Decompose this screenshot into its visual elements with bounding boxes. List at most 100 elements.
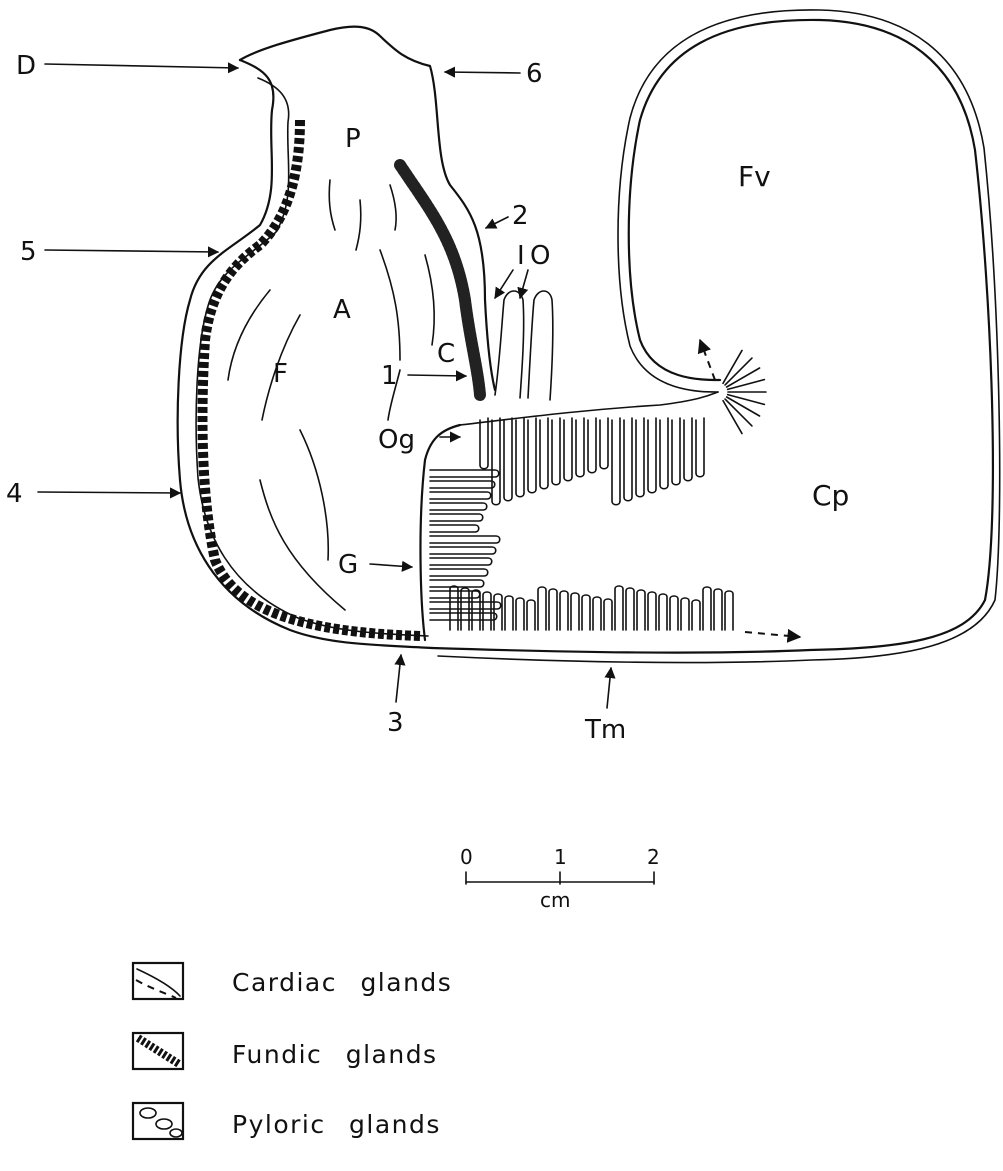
gland-loop bbox=[728, 380, 765, 390]
gland-loop bbox=[696, 418, 704, 477]
legend-label-fundic: Fundic glands bbox=[232, 1040, 438, 1069]
gland-loop bbox=[516, 598, 524, 630]
gland-loop bbox=[430, 558, 492, 565]
legend: Cardiac glands Fundic glands Pyloric gla… bbox=[133, 963, 452, 1139]
legend-item-fundic: Fundic glands bbox=[133, 1033, 438, 1069]
gland-loop bbox=[672, 418, 680, 485]
gland-loop bbox=[552, 418, 560, 485]
leader-5 bbox=[45, 250, 218, 252]
leader-6 bbox=[445, 72, 520, 73]
fundic-swatch-icon bbox=[133, 1033, 183, 1069]
gland-loop bbox=[588, 418, 596, 473]
gland-loop bbox=[430, 470, 499, 477]
label-4: 4 bbox=[6, 479, 23, 509]
gland-loop bbox=[560, 591, 568, 630]
gland-loop bbox=[430, 613, 497, 620]
gland-loop bbox=[540, 418, 548, 489]
leader-I bbox=[495, 270, 513, 298]
gland-loop bbox=[636, 418, 644, 497]
gland-loop bbox=[549, 589, 557, 630]
gland-loop bbox=[430, 602, 501, 609]
leader-Tm bbox=[607, 668, 611, 708]
arrow-upper bbox=[700, 340, 715, 380]
label-6: 6 bbox=[526, 59, 543, 89]
gland-loop bbox=[681, 598, 689, 630]
gland-loop bbox=[582, 595, 590, 630]
gland-loop bbox=[593, 597, 601, 630]
leader-2 bbox=[486, 217, 508, 228]
gland-loop bbox=[430, 514, 483, 521]
gland-loop bbox=[494, 594, 502, 630]
leader-4 bbox=[38, 492, 180, 493]
large-compartment-wall bbox=[432, 10, 1000, 663]
gland-loop bbox=[430, 481, 495, 488]
label-2: 2 bbox=[512, 201, 529, 231]
label-5: 5 bbox=[20, 237, 37, 267]
scale-label-2: 2 bbox=[647, 845, 660, 869]
label-I: I bbox=[517, 241, 525, 271]
gland-loop bbox=[728, 395, 765, 405]
gland-loop bbox=[626, 588, 634, 630]
gland-loop bbox=[571, 593, 579, 630]
gland-loop bbox=[624, 418, 632, 501]
label-A: A bbox=[333, 295, 351, 325]
gland-loop bbox=[714, 589, 722, 630]
gland-loop bbox=[576, 418, 584, 477]
leader-G bbox=[370, 564, 412, 567]
label-G: G bbox=[338, 550, 358, 580]
gland-loop bbox=[483, 592, 491, 630]
gland-loop bbox=[725, 591, 733, 630]
gland-loop bbox=[564, 418, 572, 481]
gland-loop bbox=[430, 569, 488, 576]
legend-item-pyloric: Pyloric glands bbox=[133, 1103, 441, 1139]
pyloric-swatch-icon bbox=[133, 1103, 183, 1139]
scale-label-1: 1 bbox=[554, 845, 567, 869]
gland-loop bbox=[648, 418, 656, 493]
gland-loop bbox=[692, 600, 700, 630]
label-F: F bbox=[273, 359, 288, 389]
label-D: D bbox=[16, 51, 36, 81]
cardiac-swatch-icon bbox=[133, 963, 183, 999]
gland-loop bbox=[527, 600, 535, 630]
gland-loop bbox=[659, 594, 667, 630]
gland-loop bbox=[612, 418, 620, 505]
gland-loop bbox=[505, 596, 513, 630]
label-Tm: Tm bbox=[584, 715, 626, 745]
gland-loop bbox=[430, 525, 479, 532]
legend-item-cardiac: Cardiac glands bbox=[133, 963, 452, 999]
gland-loop bbox=[450, 586, 458, 630]
gland-loop bbox=[528, 418, 536, 493]
label-Fv: Fv bbox=[738, 160, 771, 193]
leader-3 bbox=[396, 655, 401, 702]
esophagus-tubes bbox=[495, 291, 553, 400]
legend-label-cardiac: Cardiac glands bbox=[232, 968, 452, 997]
gland-loop bbox=[660, 418, 668, 489]
legend-label-pyloric: Pyloric glands bbox=[232, 1110, 441, 1139]
gland-loop bbox=[480, 418, 488, 469]
scale-bar: 0 1 2 cm bbox=[460, 845, 660, 912]
gland-loop bbox=[600, 418, 608, 469]
scale-label-0: 0 bbox=[460, 845, 473, 869]
gland-loop bbox=[604, 599, 612, 630]
scale-unit: cm bbox=[540, 888, 570, 912]
gland-loop bbox=[670, 596, 678, 630]
label-Og: Og bbox=[378, 425, 415, 455]
gland-loop bbox=[648, 592, 656, 630]
gland-loop bbox=[430, 547, 496, 554]
gland-loop bbox=[504, 418, 512, 501]
gland-loop bbox=[516, 418, 524, 497]
label-P: P bbox=[345, 124, 361, 154]
gland-loop bbox=[430, 536, 500, 543]
label-C: C bbox=[437, 339, 455, 369]
label-1: 1 bbox=[381, 361, 398, 391]
arrow-lower bbox=[745, 632, 800, 637]
labels: D 6 P Fv 2 5 I O A F C 1 Og 4 Cp G 3 Tm bbox=[6, 51, 849, 745]
leader-1 bbox=[408, 375, 466, 376]
gland-loop bbox=[538, 587, 546, 630]
gland-loop bbox=[684, 418, 692, 481]
gland-loop bbox=[615, 586, 623, 630]
label-Cp: Cp bbox=[812, 479, 849, 512]
leader-O bbox=[520, 270, 528, 298]
label-3: 3 bbox=[387, 708, 404, 738]
